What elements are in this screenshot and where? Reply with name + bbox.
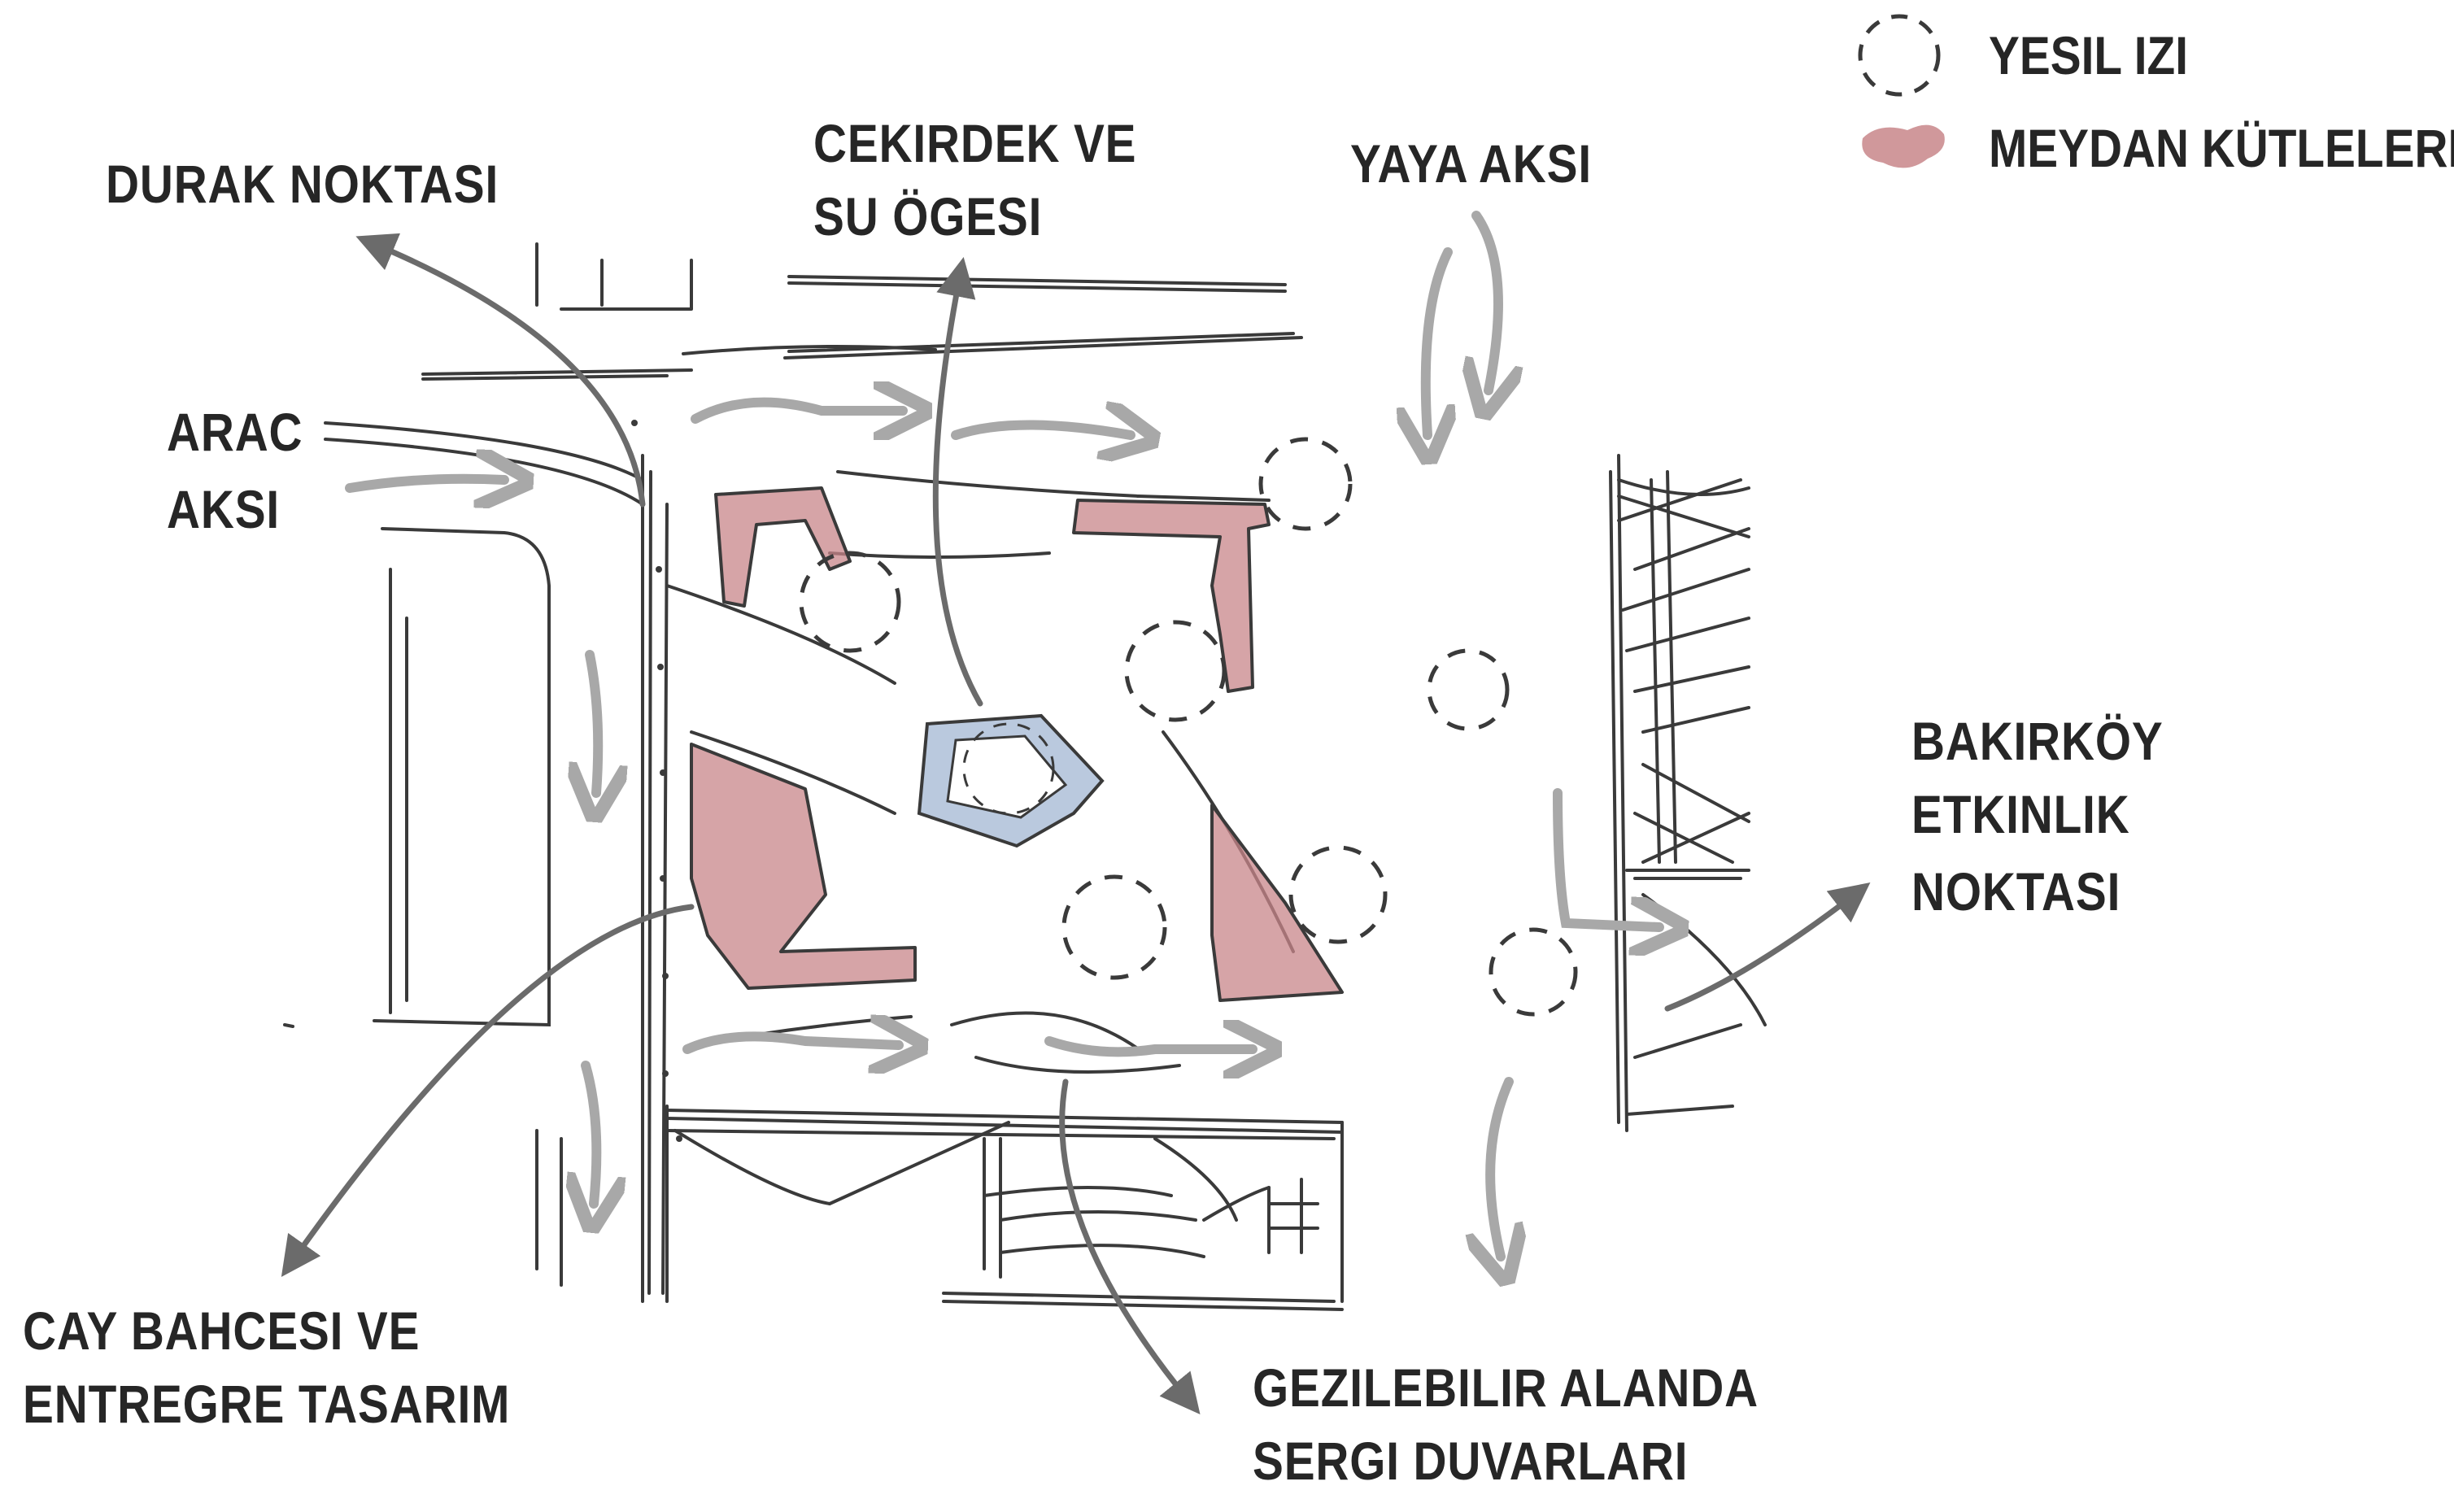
street-lines (283, 242, 1767, 1311)
trace-circle (799, 551, 901, 653)
pedestrian-arrow (1426, 247, 1448, 435)
label-cekirdek-line1: CEKIRDEK VE (813, 113, 1137, 173)
pointer-arrows (281, 233, 1871, 1414)
flow-arrow (1044, 1041, 1253, 1052)
trace-circle (1427, 648, 1510, 731)
label-durak-noktasi: DURAK NOKTASI (106, 154, 499, 214)
mass-right (1210, 804, 1344, 1002)
vehicle-axis-arrow (345, 479, 504, 488)
green-trace-circles (799, 437, 1578, 1017)
cay-arrow (281, 904, 695, 1278)
mass-top-right (1072, 499, 1271, 693)
water-core (917, 713, 1105, 848)
mass-left (690, 743, 917, 990)
cekirdek-arrow (932, 256, 983, 707)
flow-arrow (682, 1036, 899, 1049)
flow-arrow (691, 403, 903, 419)
flow-arrows (345, 211, 1659, 1257)
pedestrian-arrow (1490, 1077, 1509, 1257)
legend-symbols (1858, 14, 1945, 168)
label-yaya-aksi: YAYA AKSI (1350, 133, 1592, 194)
label-cekirdek-line2: SU ÖGESI (813, 186, 1043, 246)
label-bakirkoy-line3: NOKTASI (1911, 861, 2121, 922)
legend-label-yesil-izi: YESIL IZI (1989, 25, 2188, 85)
trace-circle (1288, 845, 1388, 944)
dashed-circle-icon (1858, 14, 1941, 97)
bakirkoy-arrow (1664, 882, 1871, 1012)
pink-blob-icon (1862, 124, 1945, 168)
label-cay-line2: ENTREGRE TASARIM (23, 1374, 511, 1434)
label-arac-line2: AKSI (167, 479, 281, 539)
flow-arrow (590, 650, 598, 793)
trace-circle (1124, 620, 1227, 722)
street-dots (631, 420, 682, 1142)
label-bakirkoy-line2: ETKINLIK (1911, 784, 2130, 844)
trace-circle (1061, 874, 1167, 980)
flow-arrow (1553, 788, 1659, 927)
pedestrian-arrow (1476, 211, 1498, 390)
trace-circle (1489, 927, 1578, 1017)
flow-arrow (951, 425, 1131, 436)
label-cay-line1: CAY BAHCESI VE (23, 1301, 421, 1361)
gezilebilir-arrow (1059, 1078, 1201, 1414)
label-arac-line1: ARAC (167, 402, 303, 462)
plaza-masses (690, 486, 1344, 1002)
trace-circle (1258, 437, 1353, 531)
label-bakirkoy-line1: BAKIRKÖY (1911, 711, 2164, 771)
durak-arrow (355, 233, 646, 508)
flow-arrow (586, 1061, 596, 1204)
mass-top-left (714, 486, 852, 608)
label-gezilebilir-line1: GEZILEBILIR ALANDA (1253, 1357, 1759, 1418)
label-gezilebilir-line2: SERGI DUVARLARI (1253, 1431, 1689, 1491)
legend-label-meydan-kutleleri: MEYDAN KÜTLELERI (1989, 118, 2454, 178)
